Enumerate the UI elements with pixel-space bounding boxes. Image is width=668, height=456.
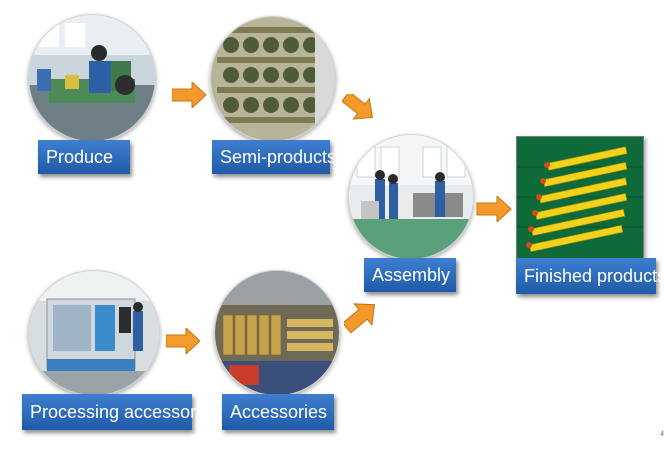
finished-products-photo xyxy=(516,136,644,260)
lathe-workshop-photo xyxy=(28,14,156,142)
orange-arrow-icon xyxy=(344,302,380,334)
semi-products-label: Semi-products xyxy=(212,140,336,174)
assembly-label: Assembly xyxy=(364,258,456,292)
produce-label: Produce xyxy=(38,140,130,174)
cnc-machine-photo xyxy=(28,270,160,396)
finished-products-label: Finished products xyxy=(516,258,666,294)
accessories-label: Accessories xyxy=(222,394,334,430)
parts-shelf-photo xyxy=(210,16,336,142)
processing-accessories-label: Processing accessories xyxy=(22,394,219,430)
orange-arrow-icon xyxy=(172,82,206,108)
orange-arrow-icon xyxy=(342,94,376,124)
orange-arrow-icon xyxy=(166,328,200,354)
accessories-photo xyxy=(214,270,340,396)
assembly-hall-photo xyxy=(348,134,474,260)
page-number: 4 xyxy=(660,431,664,438)
orange-arrow-icon xyxy=(476,196,512,222)
